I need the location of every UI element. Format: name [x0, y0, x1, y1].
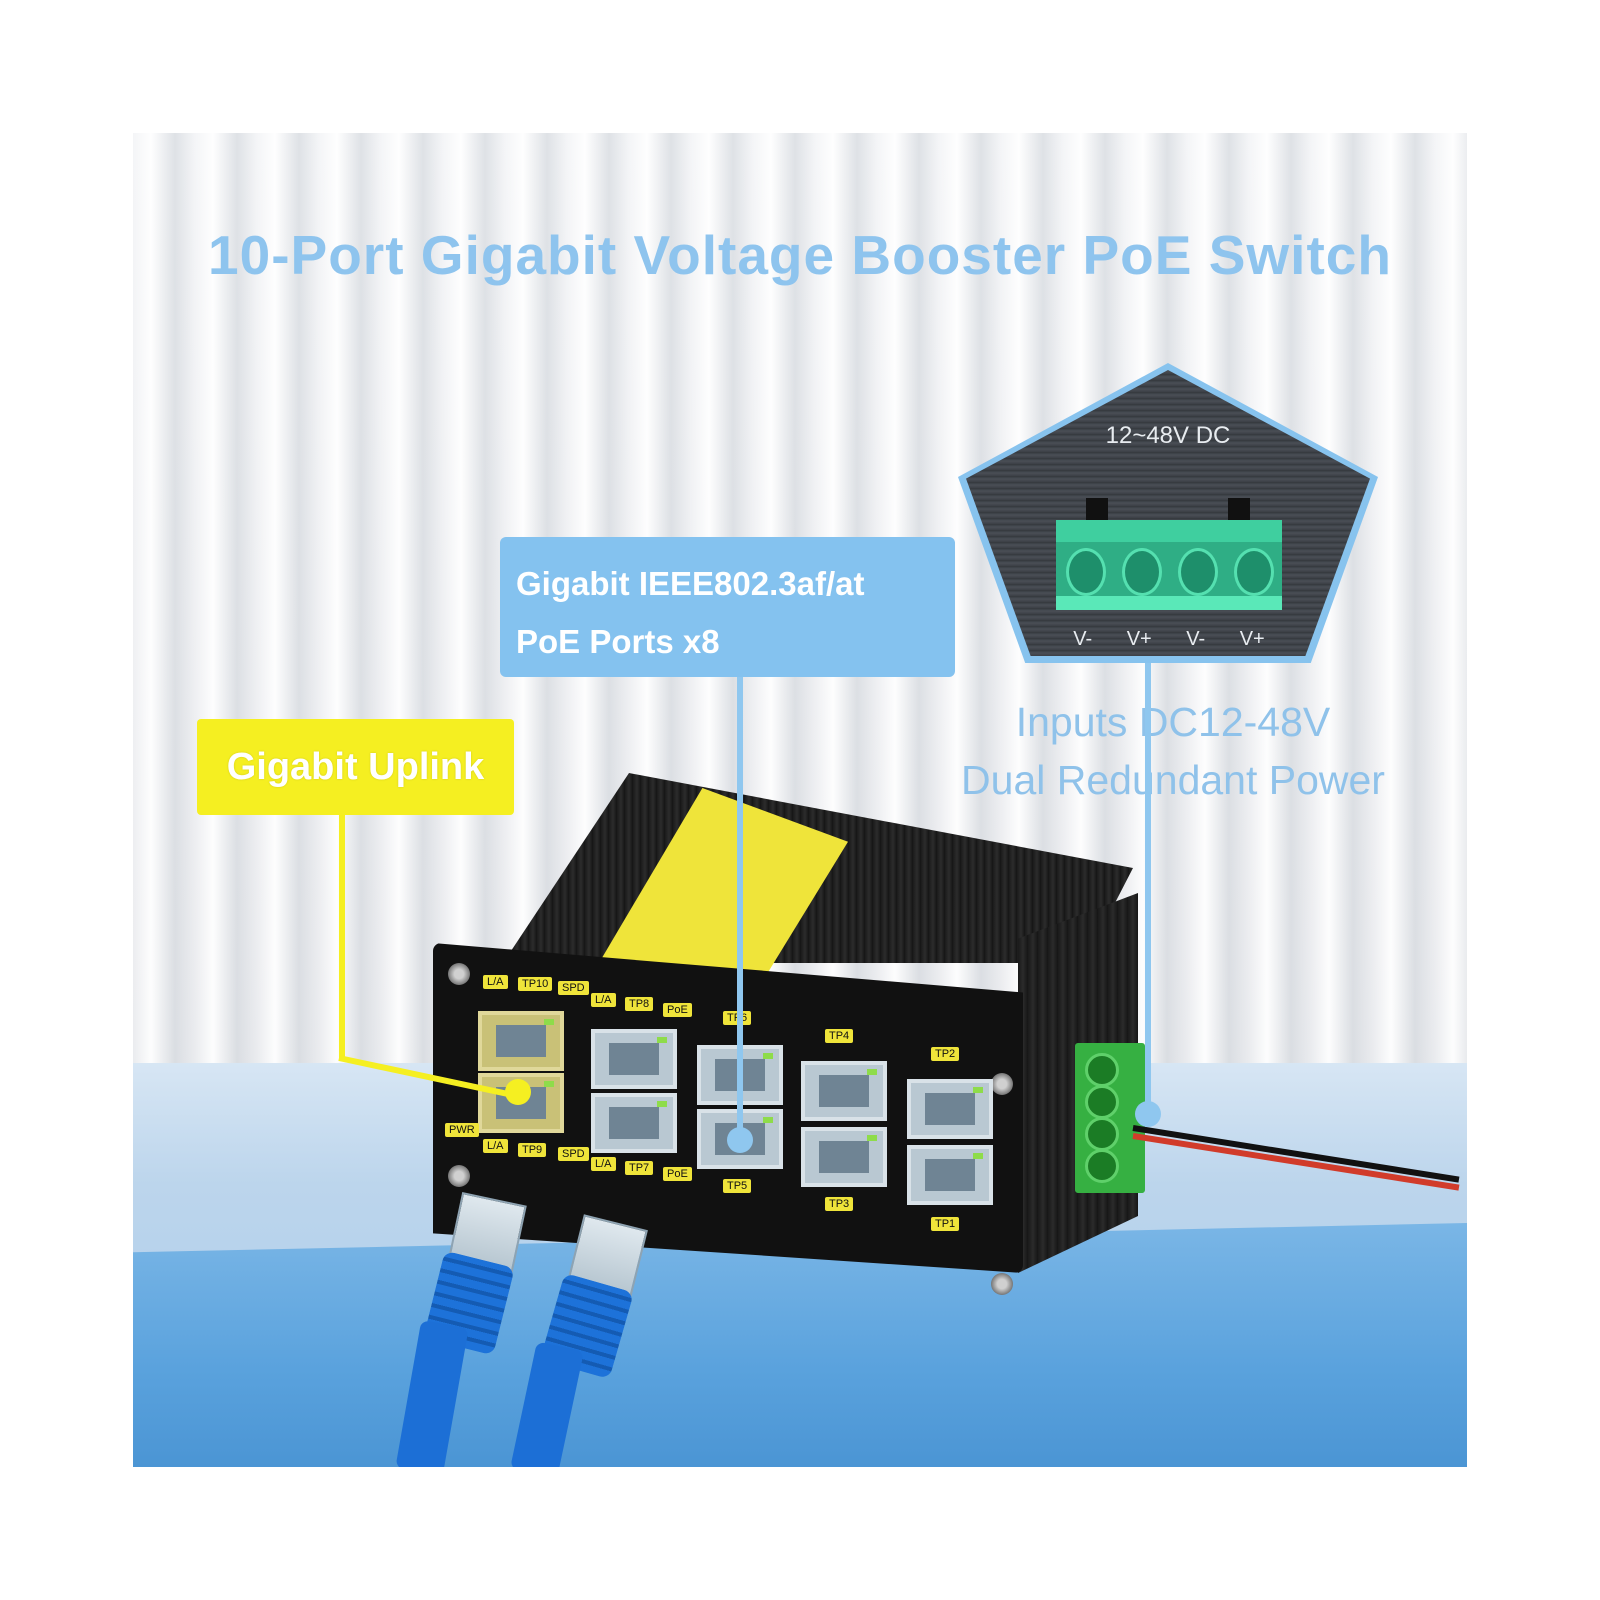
port-label-la: L/A — [483, 975, 508, 989]
poe-ports-callout: Gigabit IEEE802.3af/at PoE Ports x8 — [500, 537, 955, 677]
power-callout-line1: Inputs DC12-48V — [1015, 699, 1331, 745]
port-label-la: L/A — [591, 993, 616, 1007]
power-pointer-line — [1145, 663, 1151, 1113]
poe-port-tp4[interactable] — [801, 1061, 887, 1121]
uplink-port-tp10[interactable] — [478, 1011, 564, 1071]
port-label-la: L/A — [591, 1157, 616, 1171]
power-pointer-dot — [1135, 1101, 1161, 1127]
port-label-tp9: TP9 — [518, 1143, 547, 1157]
pin-label: V- — [1073, 628, 1093, 650]
poe-port-tp1[interactable] — [907, 1145, 993, 1205]
poe-callout-line2: PoE Ports x8 — [516, 623, 720, 660]
uplink-port-tp9[interactable] — [478, 1073, 564, 1133]
poe-port-tp2[interactable] — [907, 1079, 993, 1139]
screw — [991, 1073, 1013, 1095]
port-label-tp10: TP10 — [518, 977, 553, 991]
screw — [448, 963, 470, 985]
pin-label: V- — [1186, 628, 1206, 650]
blue-shelf — [133, 1223, 1467, 1467]
port-label-spd: SPD — [558, 1147, 589, 1161]
port-label-tp8: TP8 — [625, 997, 654, 1011]
pin-label: V+ — [1126, 628, 1152, 650]
switch-power-terminal — [1075, 1043, 1145, 1193]
port-label-la: L/A — [483, 1139, 508, 1153]
port-label-tp7: TP7 — [625, 1161, 654, 1175]
inset-photo: 12~48V DC V- V+ V- V+ — [966, 370, 1370, 656]
poe-callout-line1: Gigabit IEEE802.3af/at — [516, 565, 865, 602]
screw — [991, 1273, 1013, 1295]
poe-pointer-dot — [727, 1127, 753, 1153]
terminal-block — [1056, 520, 1282, 610]
pin-labels: V- V+ V- V+ — [1056, 628, 1282, 651]
power-terminal-inset: 12~48V DC V- V+ V- V+ — [958, 363, 1378, 663]
screw — [448, 1165, 470, 1187]
uplink-pointer-dot — [505, 1079, 531, 1105]
power-callout-line2: Dual Redundant Power — [961, 757, 1385, 803]
port-label-poe: PoE — [663, 1167, 692, 1181]
port-label-tp3: TP3 — [825, 1197, 854, 1211]
port-label-tp5: TP5 — [723, 1179, 752, 1193]
power-callout: Inputs DC12-48V Dual Redundant Power — [903, 693, 1443, 809]
port-label-poe: PoE — [663, 1003, 692, 1017]
poe-port-tp8[interactable] — [591, 1029, 677, 1089]
voltage-label: 12~48V DC — [1105, 422, 1231, 449]
terminal-tab — [1228, 498, 1250, 524]
port-label-tp4: TP4 — [825, 1029, 854, 1043]
port-label-tp2: TP2 — [931, 1047, 960, 1061]
poe-port-tp7[interactable] — [591, 1093, 677, 1153]
product-scene: 10-Port Gigabit Voltage Booster PoE Swit… — [133, 133, 1467, 1467]
poe-pointer-line — [737, 677, 743, 1137]
port-label-tp1: TP1 — [931, 1217, 960, 1231]
headline: 10-Port Gigabit Voltage Booster PoE Swit… — [208, 224, 1392, 286]
terminal-tab — [1086, 498, 1108, 524]
pwr-label: PWR — [445, 1123, 479, 1137]
uplink-callout: Gigabit Uplink — [197, 719, 514, 815]
port-label-spd: SPD — [558, 981, 589, 995]
pin-label: V+ — [1239, 628, 1265, 650]
uplink-pointer-line — [339, 815, 345, 1060]
poe-port-tp3[interactable] — [801, 1127, 887, 1187]
